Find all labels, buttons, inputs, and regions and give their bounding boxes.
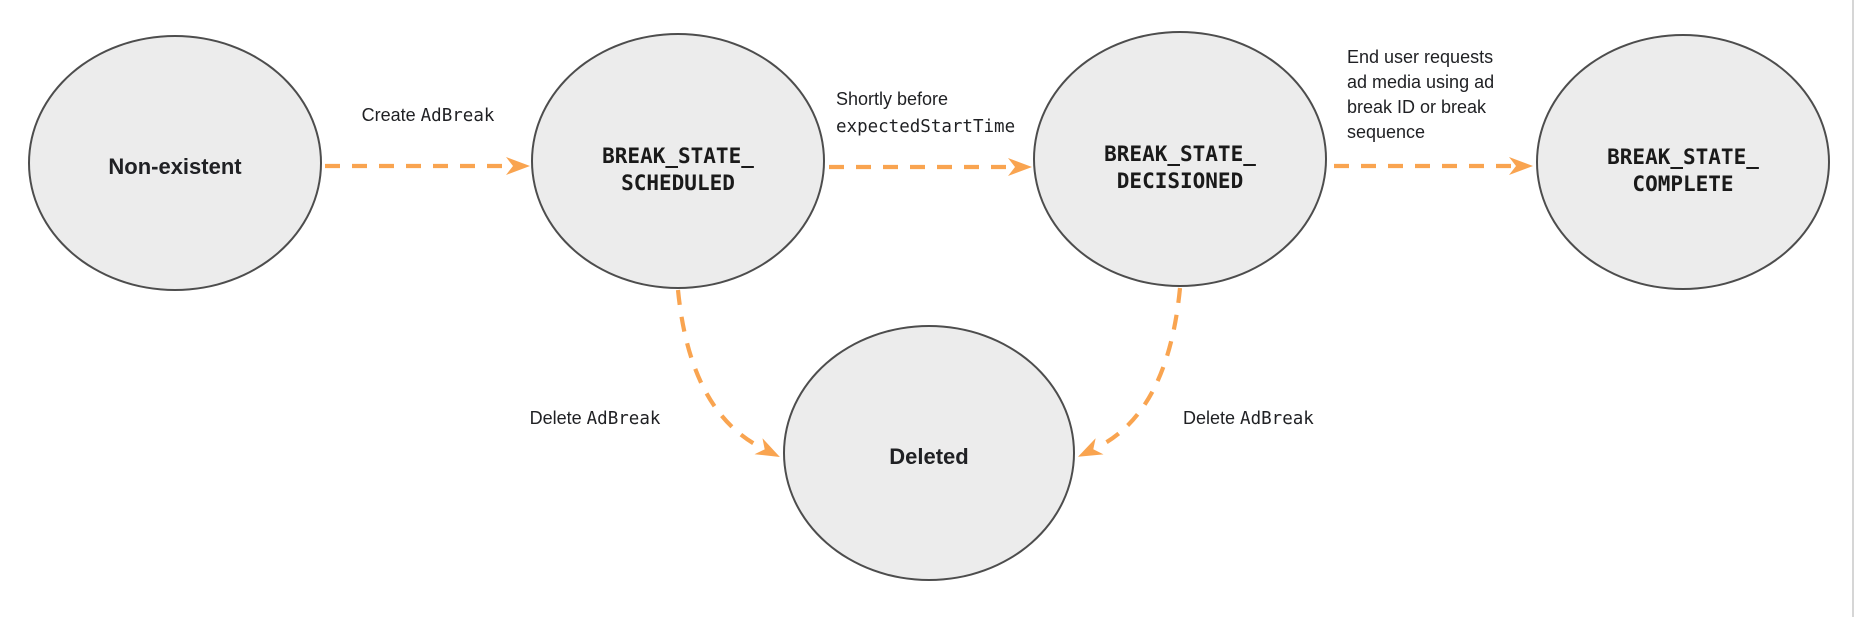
transition-label-create-adbreak: Create AdBreak [361, 105, 495, 126]
state-label: BREAK_STATE_DECISIONED [1104, 142, 1256, 193]
page-right-border [1852, 0, 1854, 617]
transition-label-shortly-before: Shortly before expectedStartTime [836, 89, 1016, 137]
transition-arrow-delete-adbreak-from-decisioned [1078, 287, 1183, 457]
state-label: BREAK_STATE_SCHEDULED [602, 144, 754, 195]
state-label: Non-existent [108, 154, 242, 179]
transition-label-delete-adbreak-right: Delete AdBreak [1183, 408, 1314, 429]
state-node-break-state-complete: BREAK_STATE_COMPLETE [1536, 34, 1830, 290]
transition-label-end-user-requests: End user requests ad media using ad brea… [1347, 47, 1495, 142]
state-label: BREAK_STATE_COMPLETE [1607, 145, 1759, 196]
state-node-deleted: Deleted [783, 325, 1075, 581]
state-node-non-existent: Non-existent [28, 35, 322, 291]
transition-label-delete-adbreak-left: Delete AdBreak [529, 408, 661, 429]
state-node-break-state-scheduled: BREAK_STATE_SCHEDULED [531, 33, 825, 289]
state-label: Deleted [889, 444, 969, 469]
state-node-break-state-decisioned: BREAK_STATE_DECISIONED [1033, 31, 1327, 287]
